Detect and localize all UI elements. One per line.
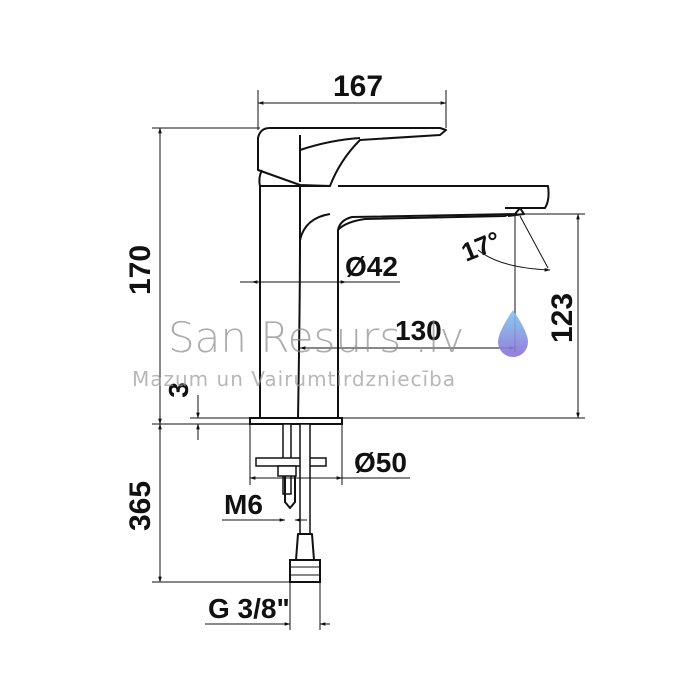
watermark-title: San Resurs .lv	[168, 313, 464, 362]
aerator	[505, 207, 525, 217]
lever-handle	[257, 127, 447, 187]
cartridge-collar	[258, 169, 330, 187]
spout-underside	[337, 213, 511, 231]
hose-nut	[289, 559, 321, 583]
lever-handle-inner	[299, 135, 361, 182]
dim-height-123: 123	[546, 293, 579, 343]
supply-hose	[299, 423, 311, 535]
fixing-washer	[255, 457, 327, 467]
dim-connection-g38: G 3/8"	[208, 593, 290, 624]
dim-length-365: 365	[124, 481, 157, 531]
hose-fitting	[295, 533, 315, 561]
dim-thread-m6: M6	[224, 489, 263, 520]
dim-diameter-50: Ø50	[354, 447, 407, 478]
threaded-rod	[284, 476, 296, 509]
base-plate	[249, 417, 343, 425]
dim-height-170: 170	[124, 245, 157, 295]
watermark: San Resurs .lv Mazum un Vairumtirdzniecī…	[132, 310, 528, 391]
dim-width-167: 167	[333, 70, 383, 103]
dim-gap-3: 3	[163, 382, 194, 398]
dimension-lines	[152, 90, 585, 630]
watermark-subtitle: Mazum un Vairumtirdzniecība	[132, 367, 456, 391]
dim-reach-130: 130	[395, 315, 442, 346]
dim-diameter-42: Ø42	[345, 251, 398, 282]
water-drop-icon	[498, 310, 528, 357]
stud-nut	[277, 465, 297, 477]
faucet-body	[249, 127, 550, 583]
spout-curve	[297, 186, 331, 419]
